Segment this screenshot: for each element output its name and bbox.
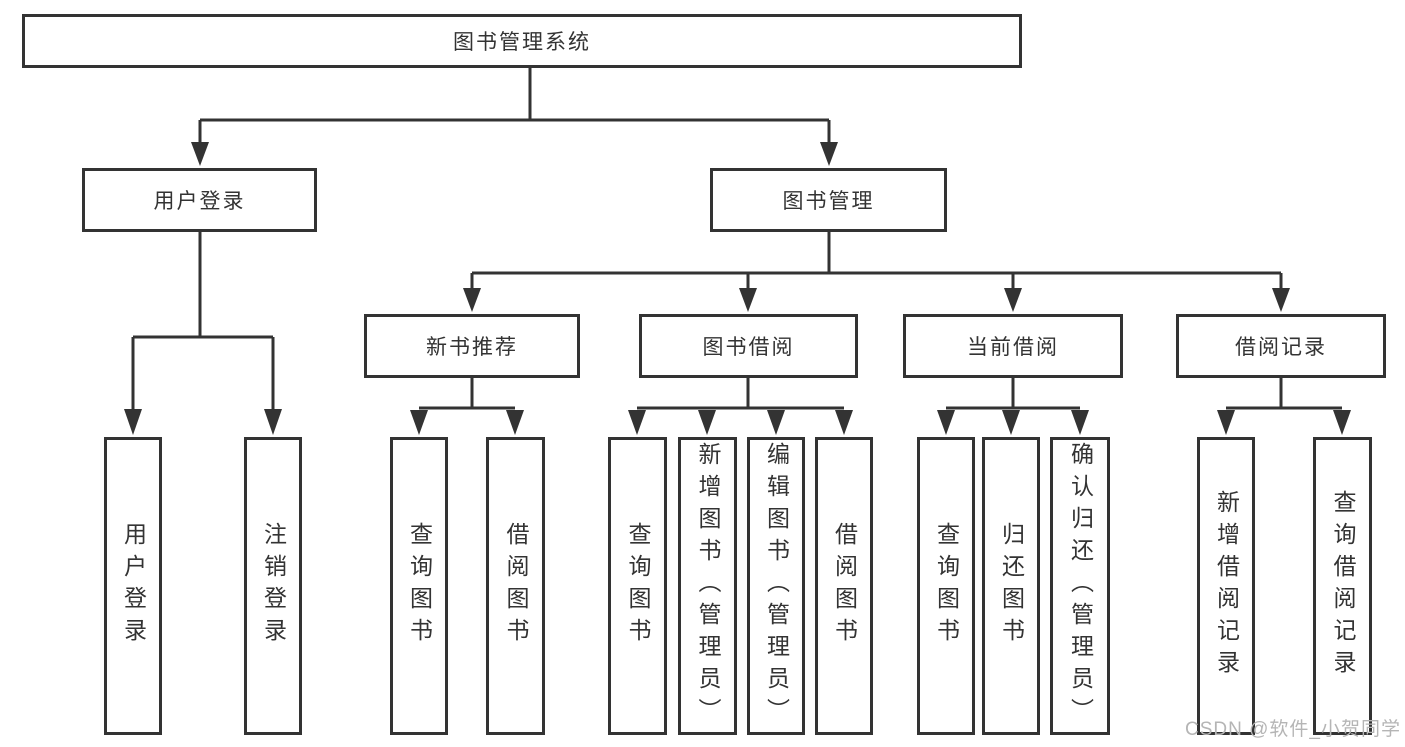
leaf-query-books-current: 查询图书 [917,437,975,735]
node-library-management-system: 图书管理系统 [22,14,1022,68]
leaf-add-books-admin: 新增图书（管理员） [678,437,737,735]
node-label: 图书管理 [782,190,875,213]
node-label: 确认归还（管理员） [1067,442,1094,730]
leaf-query-books-recommend: 查询图书 [390,437,448,735]
node-label: 当前借阅 [967,336,1059,359]
node-label: 查询图书 [625,522,651,650]
connector-arrows [124,142,1351,435]
node-label: 图书管理系统 [453,31,591,54]
node-label: 新增借阅记录 [1213,490,1240,682]
node-book-borrowing: 图书借阅 [639,314,858,378]
leaf-borrow-books: 借阅图书 [815,437,873,735]
leaf-edit-books-admin: 编辑图书（管理员） [747,437,805,735]
node-label: 注销登录 [260,522,287,650]
leaf-logout: 注销登录 [244,437,302,735]
node-label: 归还图书 [998,522,1025,650]
leaf-query-books-borrowing: 查询图书 [608,437,667,735]
node-label: 借阅图书 [503,522,529,650]
csdn-watermark: CSDN @软件_小贺同学 [1185,719,1401,740]
node-label: 编辑图书（管理员） [763,442,790,730]
node-label: 查询图书 [406,522,433,650]
node-label: 用户登录 [153,190,246,213]
node-label: 查询借阅记录 [1330,490,1356,682]
node-book-management-branch: 图书管理 [710,168,947,232]
node-label: 图书借阅 [702,336,795,359]
leaf-query-borrow-record: 查询借阅记录 [1313,437,1372,735]
leaf-user-login: 用户登录 [104,437,162,735]
node-current-borrowing: 当前借阅 [903,314,1123,378]
node-user-login-branch: 用户登录 [82,168,317,232]
node-label: 新增图书（管理员） [695,442,721,730]
leaf-borrow-books-recommend: 借阅图书 [486,437,545,735]
connector-paths [131,68,1342,411]
node-label: 查询图书 [933,522,960,650]
node-borrowing-records: 借阅记录 [1176,314,1386,378]
node-label: 借阅记录 [1235,336,1327,359]
leaf-add-borrow-record: 新增借阅记录 [1197,437,1255,735]
node-new-book-recommendation: 新书推荐 [364,314,580,378]
node-label: 用户登录 [120,522,147,650]
leaf-return-books: 归还图书 [982,437,1040,735]
node-label: 新书推荐 [426,336,518,359]
node-label: 借阅图书 [831,522,858,650]
leaf-confirm-return-admin: 确认归还（管理员） [1050,437,1110,735]
